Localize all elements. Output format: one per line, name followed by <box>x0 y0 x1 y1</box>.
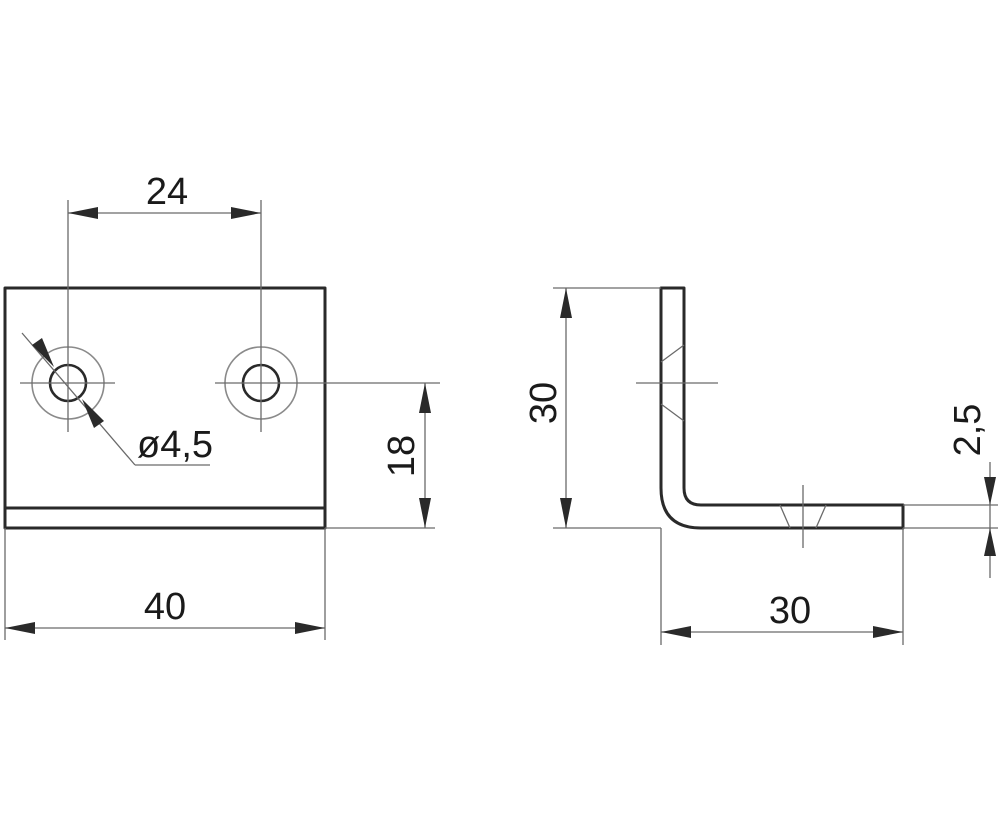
front-view: 24 ø4,5 40 18 <box>3 171 440 640</box>
front-plate-outline <box>3 286 327 530</box>
dimension-side-length-label: 30 <box>769 590 811 632</box>
dimension-side-length: 30 <box>660 528 904 645</box>
dimension-thickness-label: 2,5 <box>947 404 989 457</box>
dimension-thickness: 2,5 <box>903 404 998 578</box>
dimension-side-height: 30 <box>523 287 661 529</box>
dimension-front-width: 40 <box>4 528 326 640</box>
dimension-hole-height: 18 <box>325 383 435 529</box>
dimension-side-height-label: 30 <box>523 382 565 424</box>
dimension-hole-spacing: 24 <box>68 171 261 219</box>
dimension-hole-spacing-label: 24 <box>146 171 188 213</box>
dimension-hole-diameter: ø4,5 <box>21 332 213 466</box>
dimension-hole-height-label: 18 <box>381 435 423 477</box>
angle-bracket-profile <box>659 286 905 530</box>
side-view: 30 30 2,5 <box>523 286 998 645</box>
dimension-front-width-label: 40 <box>144 586 186 628</box>
dimension-hole-diameter-label: ø4,5 <box>137 424 213 466</box>
